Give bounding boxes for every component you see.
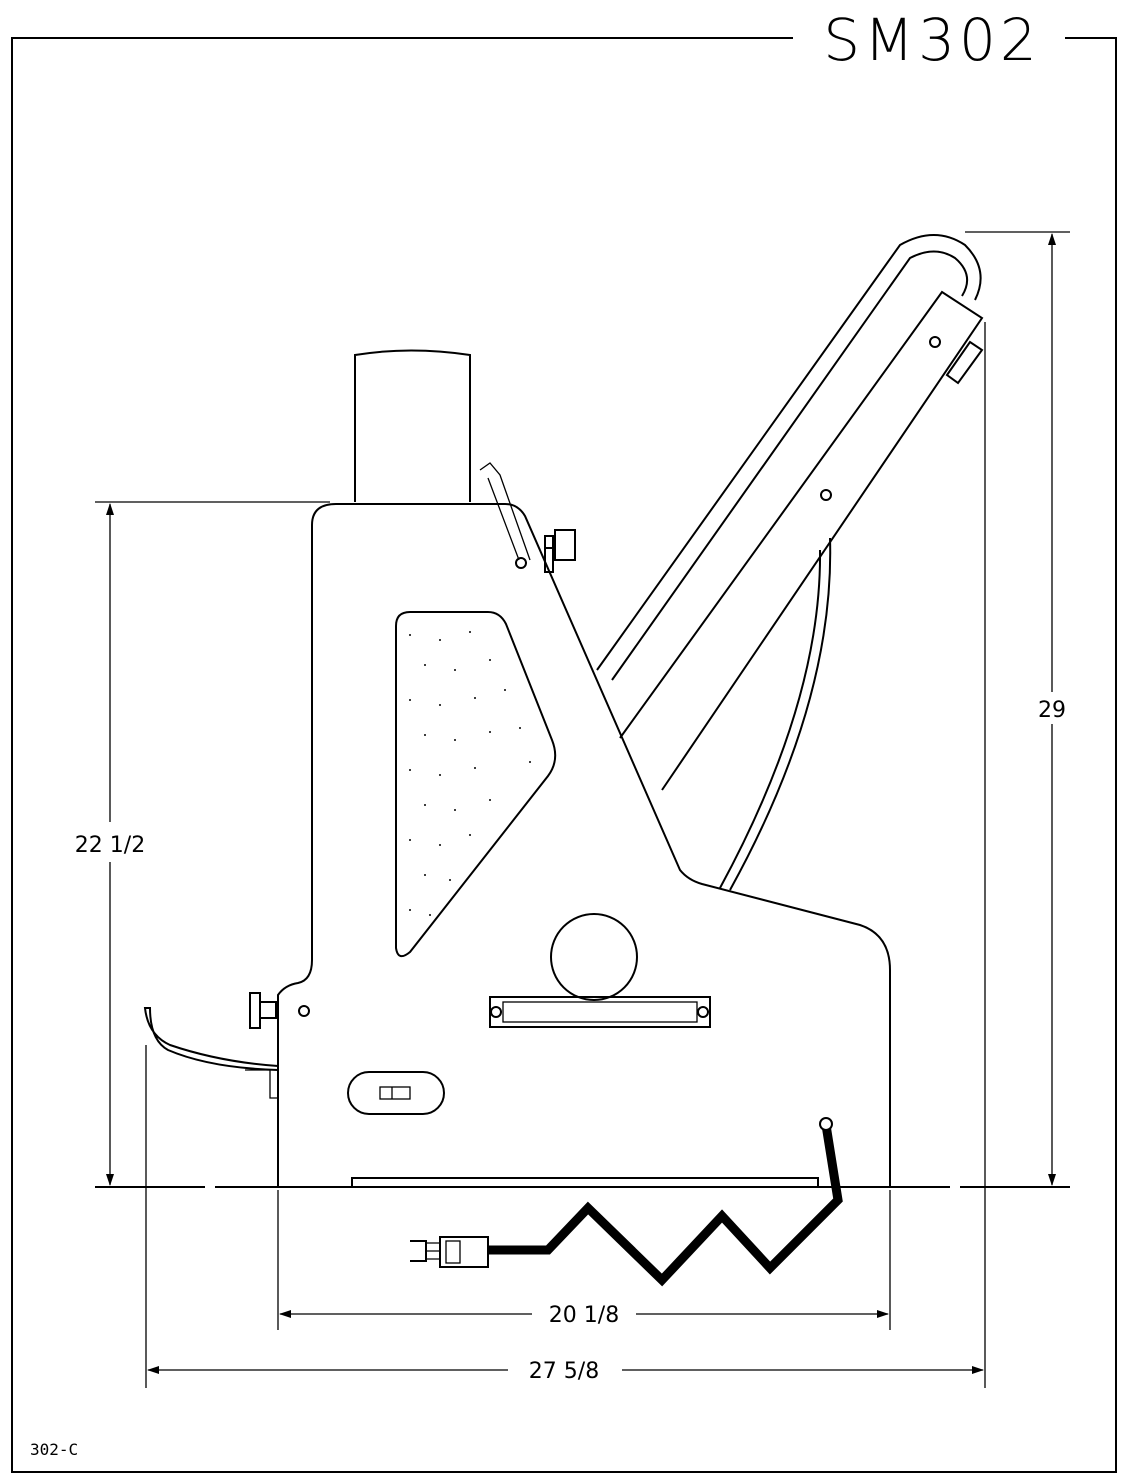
dim-label-width-base: 20 1/8	[549, 1303, 619, 1328]
roller	[550, 913, 638, 1001]
dim-width-total	[145, 1045, 984, 1388]
front-tray	[143, 1007, 279, 1072]
base-plate	[351, 1177, 819, 1187]
dim-height-body	[95, 501, 330, 1186]
slicer-machine	[143, 234, 984, 1287]
dim-width-base	[277, 1190, 891, 1330]
main-body	[277, 503, 891, 1187]
dim-label-height-body: 22 1/2	[75, 833, 145, 858]
top-hook	[479, 462, 531, 561]
perforated-panel	[395, 611, 557, 958]
panel-dots	[409, 631, 531, 916]
drawing-title: SM302	[823, 6, 1041, 74]
dim-label-height-total: 29	[1038, 698, 1066, 723]
top-bolt	[515, 557, 527, 569]
power-switch	[347, 1071, 445, 1115]
dim-height-total	[965, 231, 1070, 1388]
dim-label-width-total: 27 5/8	[529, 1359, 599, 1384]
left-bolt	[298, 1005, 310, 1017]
top-hopper	[354, 349, 471, 502]
top-knob	[544, 529, 576, 573]
power-cord	[410, 1117, 843, 1287]
drawing-code: 302-C	[30, 1440, 78, 1459]
left-knob	[249, 992, 277, 1029]
angled-arm	[596, 234, 984, 891]
drawing-border	[11, 37, 1117, 1473]
